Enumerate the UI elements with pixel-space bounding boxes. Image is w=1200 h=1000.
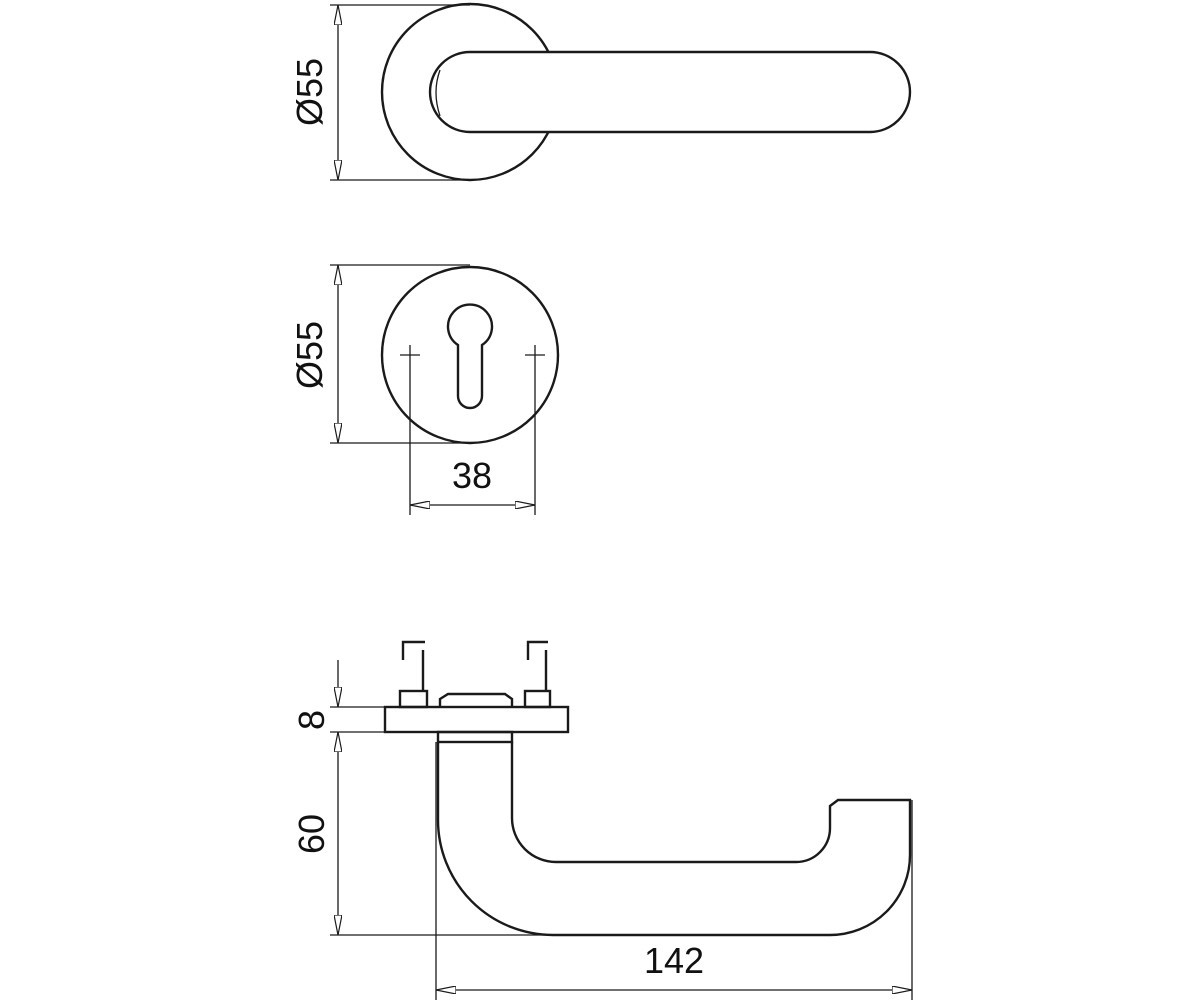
top-view-handle: Ø55 (289, 2, 912, 182)
diameter-label-top: Ø55 (289, 58, 330, 126)
lever-profile (436, 742, 912, 937)
lever-outline (428, 50, 912, 134)
pin (523, 689, 552, 709)
length-label: 142 (644, 940, 704, 981)
base-plate (383, 705, 570, 734)
spacing-label: 38 (452, 455, 492, 496)
side-view-handle: 8 60 142 (291, 640, 913, 1000)
screw-marks (400, 345, 545, 365)
keyhole-rose-view: Ø55 38 (289, 264, 560, 515)
keyhole-icon (446, 303, 494, 410)
plate-thickness-label: 8 (291, 710, 332, 730)
pin (398, 689, 429, 709)
height-label: 60 (291, 814, 332, 854)
diameter-label-keyhole: Ø55 (289, 321, 330, 389)
